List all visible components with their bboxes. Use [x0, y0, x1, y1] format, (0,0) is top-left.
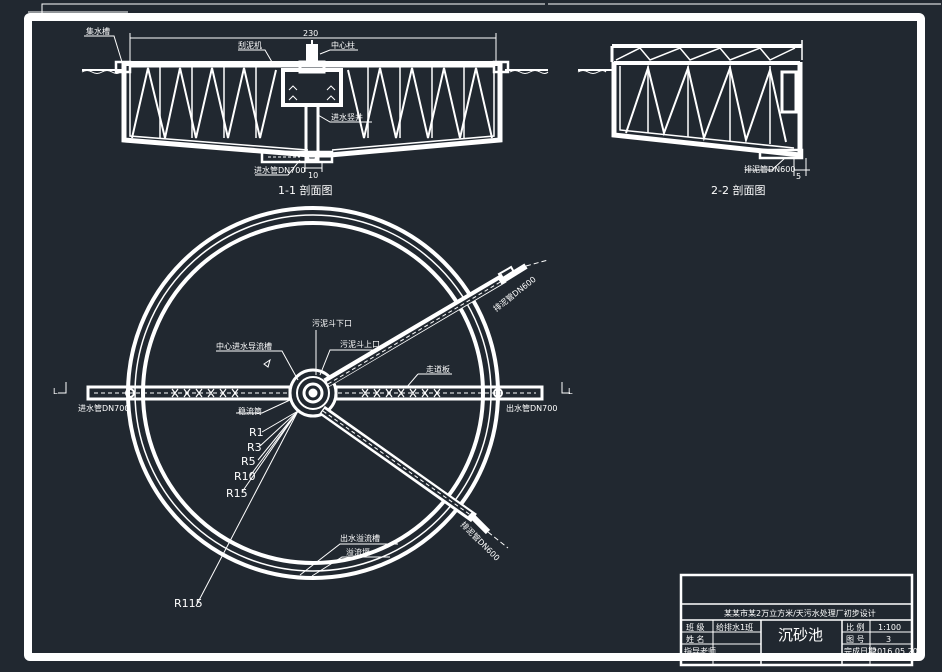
drawing-name: 沉砂池: [778, 626, 823, 644]
label-inlet-well: 进水竖井: [331, 112, 363, 122]
label-effluent-trough: 出水溢流槽: [340, 533, 380, 543]
radius-r3: R3: [247, 441, 262, 454]
tb-date-value: 2016.05.20: [872, 647, 918, 656]
dim-pipe-1: 10: [308, 171, 318, 180]
tb-class-key: 班 级: [686, 622, 705, 632]
tb-scale-key: 比 例: [846, 622, 865, 632]
label-inlet-pipe-section: 进水管DN700: [254, 165, 305, 175]
radius-r10: R10: [234, 470, 256, 483]
label-weir: 溢流堰: [346, 547, 370, 557]
label-scraper: 刮泥机: [238, 40, 262, 50]
radius-r15: R15: [226, 487, 248, 500]
radius-r1: R1: [249, 426, 264, 439]
dim-width: 230: [303, 29, 318, 38]
title-block: [679, 573, 914, 667]
plan-view-text: 污泥斗下口 中心进水导流槽 污泥斗上口 走道板 进水管DN700 出水管DN70…: [53, 274, 573, 610]
tb-advisor-key: 指导老师: [684, 646, 716, 656]
label-trough: 集水槽: [86, 26, 110, 36]
tb-class-value: 给排水1班: [716, 622, 753, 632]
dim-pipe-2: 5: [796, 172, 801, 181]
tb-drawing-no-key: 图 号: [846, 635, 865, 644]
radius-r5: R5: [241, 455, 256, 468]
tb-drawing-no-value: 3: [886, 635, 891, 644]
label-baffle: 稳流筒: [238, 406, 262, 416]
section-2-2-text: 排泥管DN600 5 2-2 剖面图: [711, 164, 801, 197]
title-block-text: 某某市某2万立方米/天污水处理厂初步设计 沉砂池 班 级 给排水1班 比 例 1…: [684, 608, 918, 656]
label-hopper-bottom: 污泥斗下口: [312, 318, 352, 328]
plan-view: [58, 206, 570, 607]
tb-scale-value: 1:100: [878, 623, 901, 632]
tb-date-key: 完成日期: [844, 646, 876, 656]
section-mark-right: L: [568, 387, 573, 396]
section-1-1-caption: 1-1 剖面图: [278, 183, 332, 197]
sheet-frame: [24, 3, 941, 661]
section-1-1: [81, 33, 549, 176]
section-mark-left: L: [53, 387, 58, 396]
label-center-trough: 中心进水导流槽: [216, 341, 272, 351]
label-sludge-pipe-section: 排泥管DN600: [744, 164, 795, 174]
label-inlet-pipe-plan: 进水管DN700: [78, 403, 129, 413]
label-outlet-pipe-plan: 出水管DN700: [506, 403, 557, 413]
label-column: 中心柱: [331, 40, 355, 50]
label-hopper-top: 污泥斗上口: [340, 339, 380, 349]
radius-r115: R115: [174, 597, 203, 610]
label-walkway: 走道板: [426, 364, 450, 374]
section-2-2-caption: 2-2 剖面图: [711, 183, 765, 197]
section-1-1-text: 集水槽 刮泥机 中心柱 进水竖井 进水管DN700 230 10 1-1 剖面图: [86, 26, 363, 197]
project-title: 某某市某2万立方米/天污水处理厂初步设计: [724, 608, 876, 618]
tb-name-key: 姓 名: [686, 634, 705, 644]
section-2-2: [577, 40, 810, 176]
